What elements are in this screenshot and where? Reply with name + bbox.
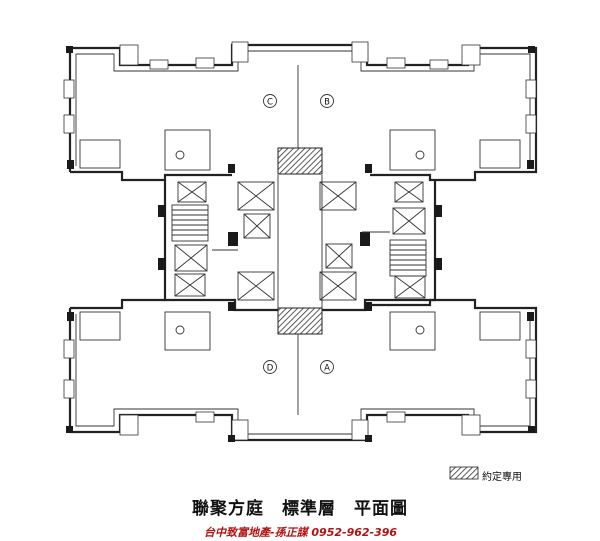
unit-label-b-text: B [324, 98, 330, 108]
unit-label-d-text: D [267, 364, 274, 374]
unit-label-a-text: A [324, 364, 330, 374]
unit-label-a: A [320, 360, 334, 374]
central-core [158, 175, 442, 312]
lower-wing [63, 298, 538, 442]
unit-label-d: D [263, 360, 277, 374]
watermark-text: 台中致富地產-孫正謀 0952-962-396 [204, 526, 398, 539]
legend-swatch [449, 466, 479, 480]
legend-label: 約定專用 [482, 472, 522, 483]
unit-label-c: C [263, 94, 277, 108]
unit-label-c-text: C [267, 98, 273, 108]
upper-wing [63, 41, 538, 182]
unit-label-b: B [320, 94, 334, 108]
drawing-title: 聯聚方庭 標準層 平面圖 [192, 499, 408, 519]
